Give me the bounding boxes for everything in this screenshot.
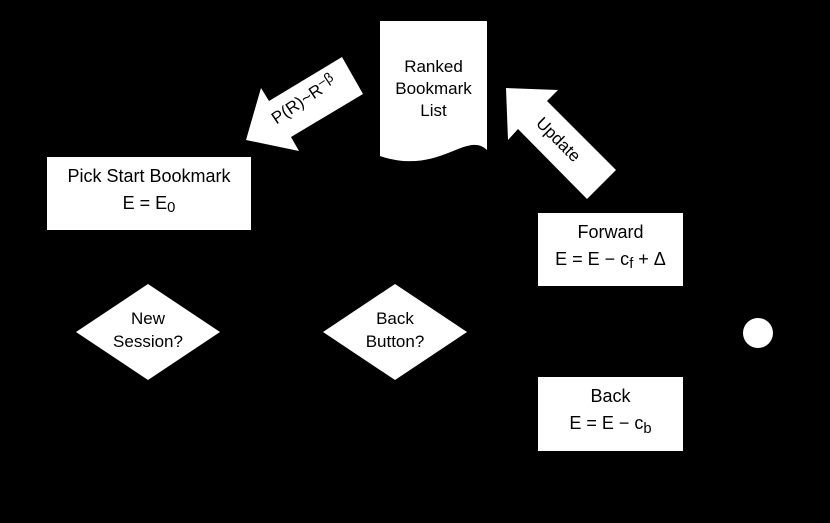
new-session-line2: Session?	[113, 332, 183, 351]
ranked-bookmark-list-line1: Ranked	[404, 57, 463, 76]
back-button-label: Back Button?	[323, 284, 467, 380]
formula-pre: E = E − c	[569, 413, 644, 433]
ranked-bookmark-list-line2: Bookmark	[395, 79, 472, 98]
formula-pre: E = E	[122, 192, 168, 213]
new-session-label: New Session?	[76, 284, 220, 380]
process-box-forward	[538, 213, 683, 286]
pick-start-bookmark-title: Pick Start Bookmark	[67, 165, 231, 186]
decision-diamond-new-session	[76, 284, 220, 380]
formula-pre: E = E − c	[555, 248, 630, 269]
rank-probability-block-arrow	[246, 57, 363, 151]
pick-start-bookmark-formula: E = E0	[123, 190, 176, 219]
forward-label: Forward E = E − cf + Δ	[538, 213, 683, 286]
ranked-bookmark-list-line3: List	[420, 101, 447, 120]
end-state-circle	[743, 318, 773, 348]
new-session-line1: New	[130, 309, 165, 328]
decision-diamond-back-button	[323, 284, 467, 380]
formula-subscript: f	[629, 256, 634, 273]
ranked-bookmark-list-label: Ranked Bookmark List	[380, 56, 487, 122]
process-box-pick-start-bookmark	[47, 157, 251, 230]
back-label: Back E = E − cb	[538, 377, 683, 451]
pick-start-bookmark-label: Pick Start Bookmark E = E0	[47, 157, 251, 230]
forward-formula: E = E − cf + Δ	[555, 246, 666, 275]
forward-title: Forward	[577, 221, 644, 242]
back-button-line2: Button?	[365, 332, 425, 351]
document-shape-ranked-bookmark-list	[380, 21, 487, 162]
back-formula: E = E − cb	[569, 410, 651, 439]
formula-subscript: b	[643, 420, 652, 437]
formula-subscript: 0	[167, 200, 176, 217]
formula-post: + Δ	[633, 248, 666, 269]
back-title: Back	[590, 386, 631, 406]
update-block-arrow	[506, 88, 616, 199]
process-box-back	[538, 377, 683, 451]
back-button-line1: Back	[376, 309, 414, 328]
